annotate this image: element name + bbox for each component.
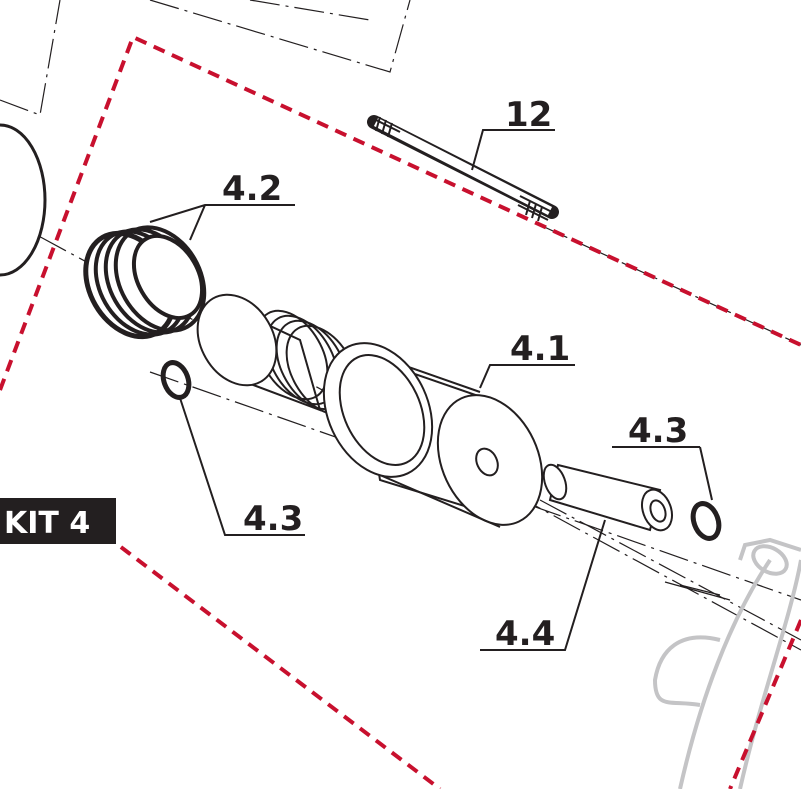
callout-label-4-3-left: 4.3 [243,499,303,539]
callout-leaders [149,129,713,651]
kit-label: KIT 4 [4,506,90,541]
rod-part-12 [367,115,559,222]
callout-label-4-2: 4.2 [222,169,282,209]
spring-part-4-2 [83,225,207,340]
callout-label-4-4: 4.4 [495,614,555,654]
callout-label-12: 12 [505,95,552,135]
ring-left-part-4-3 [160,360,192,400]
background-bracket [652,537,801,789]
kit-outline [0,34,801,789]
sleeve-part-4-4 [542,463,673,532]
kit-badge: KIT 4 [0,498,116,544]
callout-label-4-3-right: 4.3 [628,411,688,451]
ring-right-part-4-3 [690,501,722,541]
o-ring-partial [0,123,47,277]
housing-part-4-1 [322,342,544,528]
callout-label-4-1: 4.1 [510,329,570,369]
